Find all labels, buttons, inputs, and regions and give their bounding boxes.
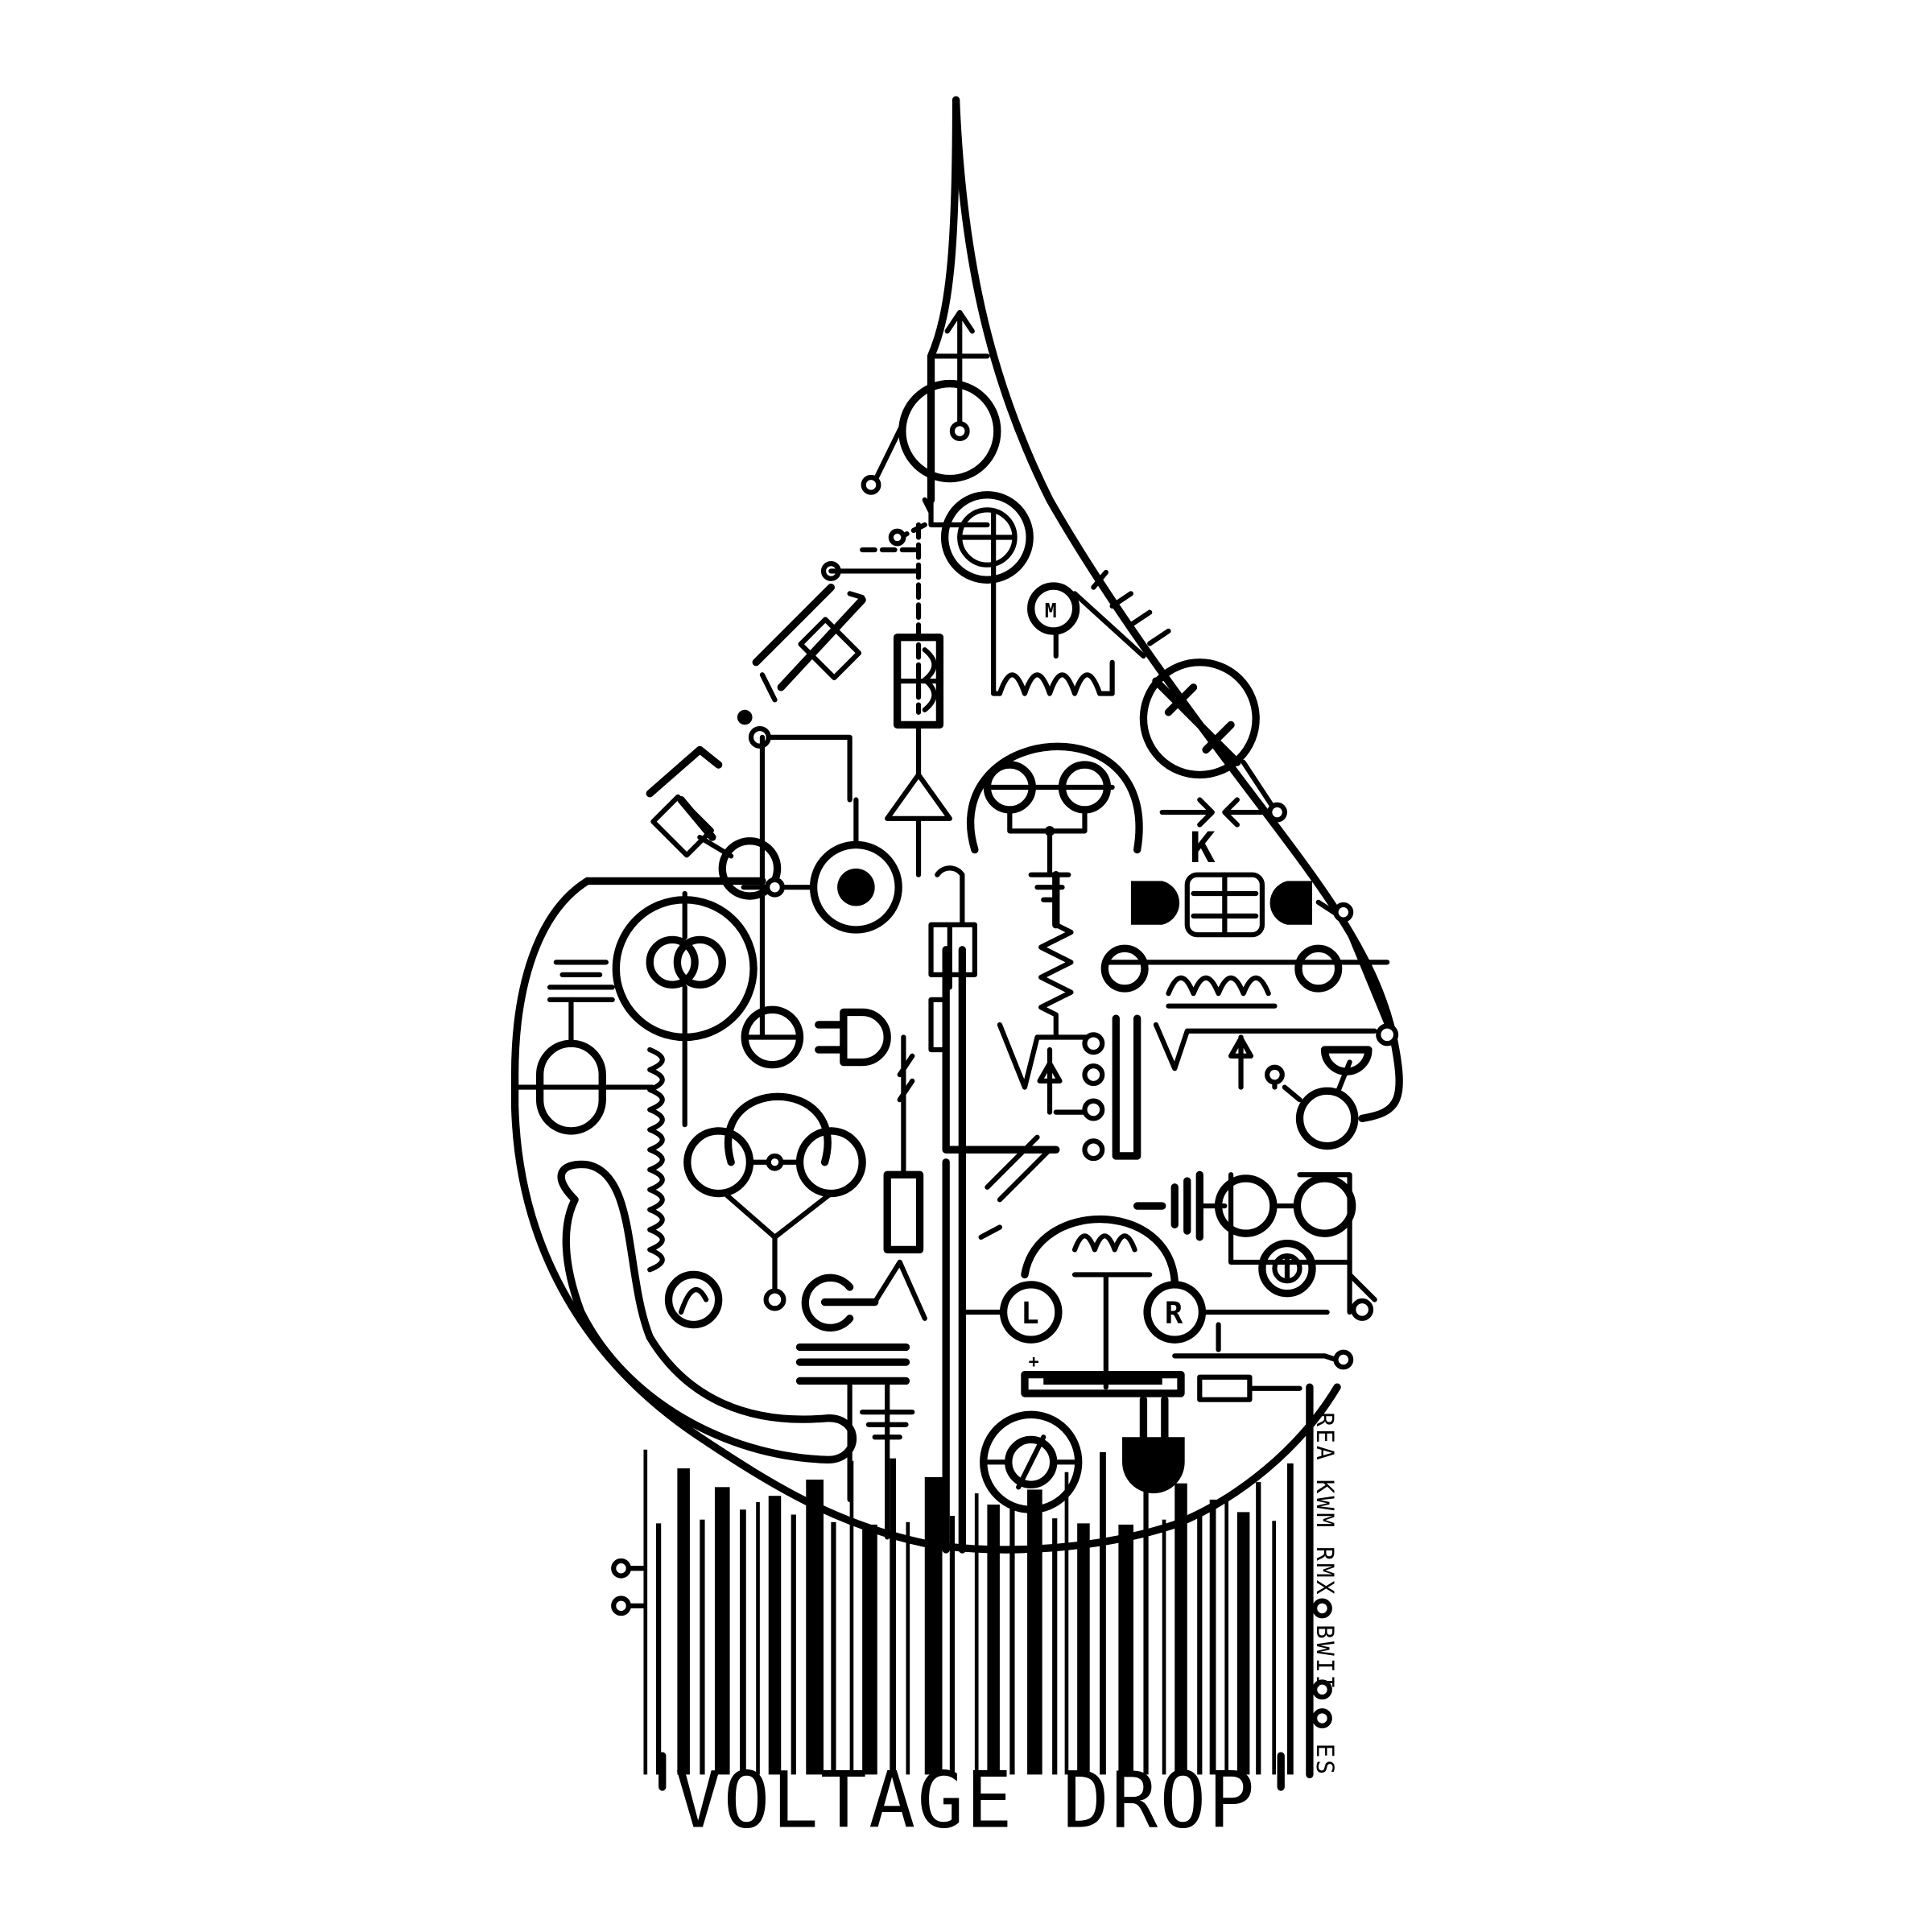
credit-line-2: BWII [1311, 1624, 1339, 1691]
barcode-bar [1286, 1463, 1294, 1775]
barcode-bar [1272, 1521, 1276, 1775]
central-bus [942, 944, 1399, 1554]
barcode-bar [831, 1521, 836, 1775]
polarity-label: + [1029, 1352, 1039, 1372]
barcode-bar [1027, 1489, 1042, 1775]
credit-line-3: ES [1311, 1744, 1339, 1777]
barcode-bar [1236, 1512, 1250, 1775]
barcode-bar [1100, 1451, 1106, 1775]
barcode-bar [700, 1519, 705, 1775]
motor-icon: M [991, 510, 1171, 696]
barcode-bar [756, 1501, 760, 1775]
barcode-bar [949, 1516, 956, 1775]
right-cluster [1133, 1046, 1377, 1321]
barcode-bar [974, 1493, 979, 1775]
barcode-bar [677, 1468, 690, 1775]
title: VOLTAGE DROP [675, 1756, 1262, 1846]
credit-line-1: REA KWM RMX [1311, 1412, 1339, 1596]
barcode-bar [1162, 1519, 1166, 1775]
motor-label: M [1045, 599, 1057, 622]
barcode-bar [714, 1487, 730, 1775]
barcode-bar [1077, 1523, 1090, 1775]
barcode-bar [1209, 1499, 1216, 1775]
barcode-bar [906, 1521, 910, 1775]
barcode [643, 1449, 1294, 1775]
transformer-icon [512, 890, 758, 1273]
barcode-bar [806, 1480, 824, 1775]
coil-plugs [1038, 871, 1390, 1040]
barcode-bar [1143, 1465, 1149, 1775]
barcode-bar [1256, 1482, 1261, 1775]
barcode-bar [1224, 1498, 1229, 1775]
barcode-bar [1174, 1483, 1187, 1775]
bottom-components [980, 1396, 1185, 1513]
barcode-bar [1052, 1518, 1058, 1775]
logic-gates [664, 865, 977, 1540]
barcode-bar [890, 1458, 897, 1775]
barcode-bar [1009, 1507, 1015, 1775]
barcode-bar [643, 1449, 648, 1775]
barcode-bar [987, 1505, 1000, 1775]
right-channel-label: R [1165, 1295, 1183, 1331]
barcode-bar [1064, 1472, 1069, 1775]
bulb-icon: K [741, 742, 1271, 934]
barcode-bar [849, 1460, 854, 1775]
left-channel-label: L [1021, 1295, 1038, 1331]
barcode-bar [862, 1524, 877, 1775]
barcode-bar [1197, 1510, 1203, 1775]
crystal-icon [1139, 658, 1287, 823]
title-brackets [658, 1752, 1285, 1791]
side-terminals [611, 1383, 1332, 1779]
barcode-bar [656, 1523, 662, 1775]
barcode-bar [1118, 1524, 1134, 1775]
barcode-bar [791, 1514, 796, 1775]
credits: REA KWM RMX BWII ES [1311, 1412, 1339, 1777]
spire-components [820, 309, 1034, 715]
barcode-bar [924, 1476, 943, 1775]
relay-label: K [1190, 824, 1216, 873]
barcode-bar [740, 1509, 746, 1775]
stereo-cluster: L R + [960, 1134, 1354, 1402]
barcode-bar [768, 1496, 782, 1775]
